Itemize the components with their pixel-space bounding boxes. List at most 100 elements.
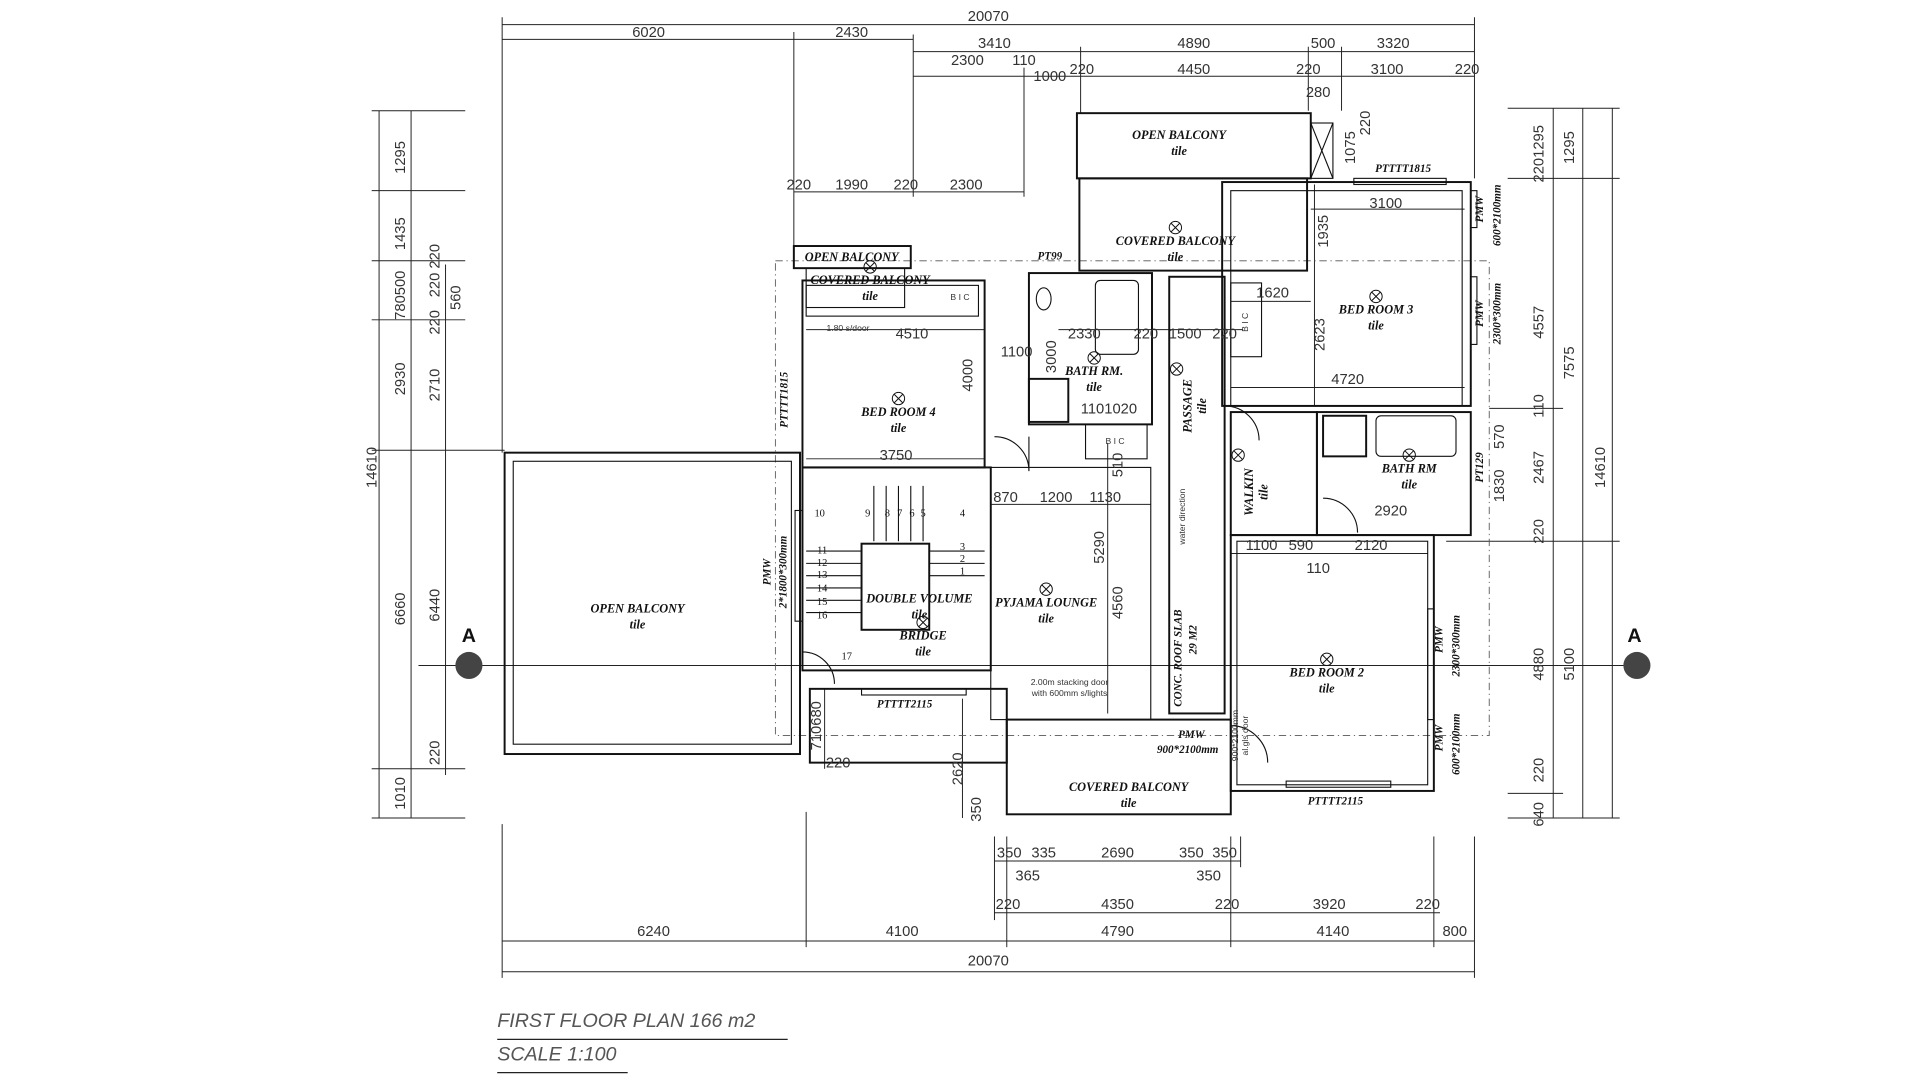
stair-step-number: 11: [817, 546, 827, 557]
dimension-label-top: 220: [1296, 62, 1321, 78]
annotation: PTTTT2115: [877, 698, 933, 710]
dimension-label-bottom: 4100: [886, 924, 919, 940]
dimension-label-bottom: 220: [1215, 897, 1240, 913]
annotation: 2*1800*300mm: [777, 535, 789, 609]
room-label: BED ROOM 4: [860, 405, 936, 419]
dimension-label-left: 6660: [393, 592, 409, 625]
stair-step-number: 15: [817, 597, 827, 608]
dimension-label-interior: 1100: [1001, 345, 1033, 361]
room-finish: tile: [1121, 796, 1137, 810]
light-fixture-icon: [916, 615, 930, 630]
dimension-label-left: 14610: [365, 447, 381, 488]
dimension-label-interior: 2920: [1374, 503, 1407, 519]
dimension-label-top: 1000: [1033, 69, 1066, 85]
annotation: 2300*300mm: [1451, 615, 1463, 678]
dimension-label-top: 110: [1012, 53, 1036, 69]
bedroom-4: [801, 279, 986, 469]
covered-balcony-north: [1078, 177, 1309, 272]
annotation: B I C: [1240, 313, 1250, 332]
dimension-label-left: 220: [427, 310, 443, 335]
annotation: al.gls door: [1240, 716, 1250, 756]
room-label: OPEN BALCONY: [591, 602, 686, 616]
dimension-label-interior: 3750: [880, 448, 913, 464]
annotation: water direction: [1177, 488, 1187, 545]
stair-step-number: 8: [885, 509, 890, 520]
dimension-label-right: 220: [1531, 519, 1547, 544]
dimension-label-interior: 4560: [1110, 586, 1126, 619]
dimension-label-top: 4450: [1177, 62, 1210, 78]
stair-step-number: 14: [817, 584, 828, 595]
room-finish: tile: [1086, 380, 1102, 394]
stair-step-number: 12: [817, 558, 827, 569]
room-finish: tile: [1168, 250, 1184, 264]
dimension-label-interior: 4720: [1331, 372, 1364, 388]
annotation: 600*2100mm: [1491, 184, 1503, 246]
dimension-label-interior: 1200: [1040, 490, 1073, 506]
dimension-label-left: 220: [427, 740, 443, 765]
room-label: BATH RM.: [1064, 364, 1123, 378]
light-fixture-icon: [891, 391, 906, 406]
light-fixture-icon: [1039, 582, 1053, 596]
dimension-label-interior: 2623: [1312, 318, 1328, 351]
dimension-label-interior: 590: [1289, 538, 1314, 554]
light-fixture-icon: [1169, 362, 1184, 376]
dimension-label-interior: 1500: [1169, 326, 1202, 342]
dimension-label-top: 3100: [1371, 62, 1404, 78]
annotation: B I C: [1106, 436, 1125, 446]
dimension-label-right: 570: [1492, 424, 1508, 449]
dimension-label-left: 1295: [393, 141, 409, 174]
room-finish: tile: [862, 289, 878, 303]
dimension-label-top: 4890: [1177, 36, 1210, 52]
annotation: PTTTT2115: [1308, 795, 1364, 807]
dimension-label-interior: 220: [1134, 326, 1159, 342]
stair-step-number: 7: [897, 509, 902, 520]
dimension-label-interior: 2120: [1355, 538, 1388, 554]
section-marker-label: A: [462, 625, 476, 647]
annotation: with 600mm s/lights: [1031, 688, 1108, 698]
stair-step-number: 5: [920, 509, 925, 520]
dimension-label-bottom: 350: [1212, 845, 1237, 861]
dimension-label-right: 1830: [1492, 469, 1508, 502]
dimension-label-bottom: 350: [997, 845, 1022, 861]
room-finish: tile: [1195, 398, 1209, 414]
dimension-label-interior: 1101020: [1081, 401, 1137, 417]
dimension-label-bottom: 6240: [637, 924, 670, 940]
room-label: BED ROOM 3: [1338, 303, 1414, 317]
dimension-label-interior: 350: [969, 797, 985, 822]
dimension-label-bottom: 800: [1442, 924, 1467, 940]
dimension-label-interior: 510: [1110, 453, 1126, 478]
stair-step-number: 13: [817, 570, 827, 581]
dimension-label-interior: 2330: [1068, 326, 1101, 342]
room-finish: tile: [1319, 682, 1335, 696]
annotation: PMW: [1474, 299, 1486, 327]
room-label: COVERED BALCONY: [1069, 780, 1190, 794]
stair-step-number: 9: [865, 509, 870, 520]
annotation: PMW: [1474, 195, 1486, 223]
annotation: PT129: [1474, 452, 1486, 483]
drawing-title: FIRST FLOOR PLAN 166 m2: [497, 1010, 755, 1032]
walls: [503, 112, 1478, 816]
dimension-label-left: 780500: [393, 271, 409, 320]
dimension-label-interior: 4000: [960, 359, 976, 392]
open-balcony-west: [503, 451, 801, 756]
section-marker-label: A: [1627, 625, 1641, 647]
room-label: PYJAMA LOUNGE: [995, 595, 1097, 609]
dimension-label-interior: 220: [826, 756, 851, 772]
room-finish: tile: [891, 421, 907, 435]
stair-step-number: 6: [909, 509, 914, 520]
dimension-label-right: 2201295: [1531, 125, 1547, 182]
double-volume: [860, 542, 931, 631]
annotation: 29 M2: [1187, 625, 1199, 656]
light-fixture-icon: [1402, 448, 1416, 462]
room-label: BED ROOM 2: [1289, 666, 1365, 680]
room-label: WALKIN: [1242, 467, 1256, 516]
dimension-label-right: 640: [1531, 802, 1547, 827]
room-finish: tile: [1171, 144, 1187, 158]
light-fixture-icon: [1087, 351, 1101, 365]
room-finish: tile: [912, 608, 928, 622]
dimension-label-left: 560: [448, 285, 464, 310]
dimension-label-top: 3320: [1377, 36, 1410, 52]
annotation: 2300*300mm: [1491, 283, 1503, 346]
dimension-label-left: 2710: [427, 369, 443, 402]
